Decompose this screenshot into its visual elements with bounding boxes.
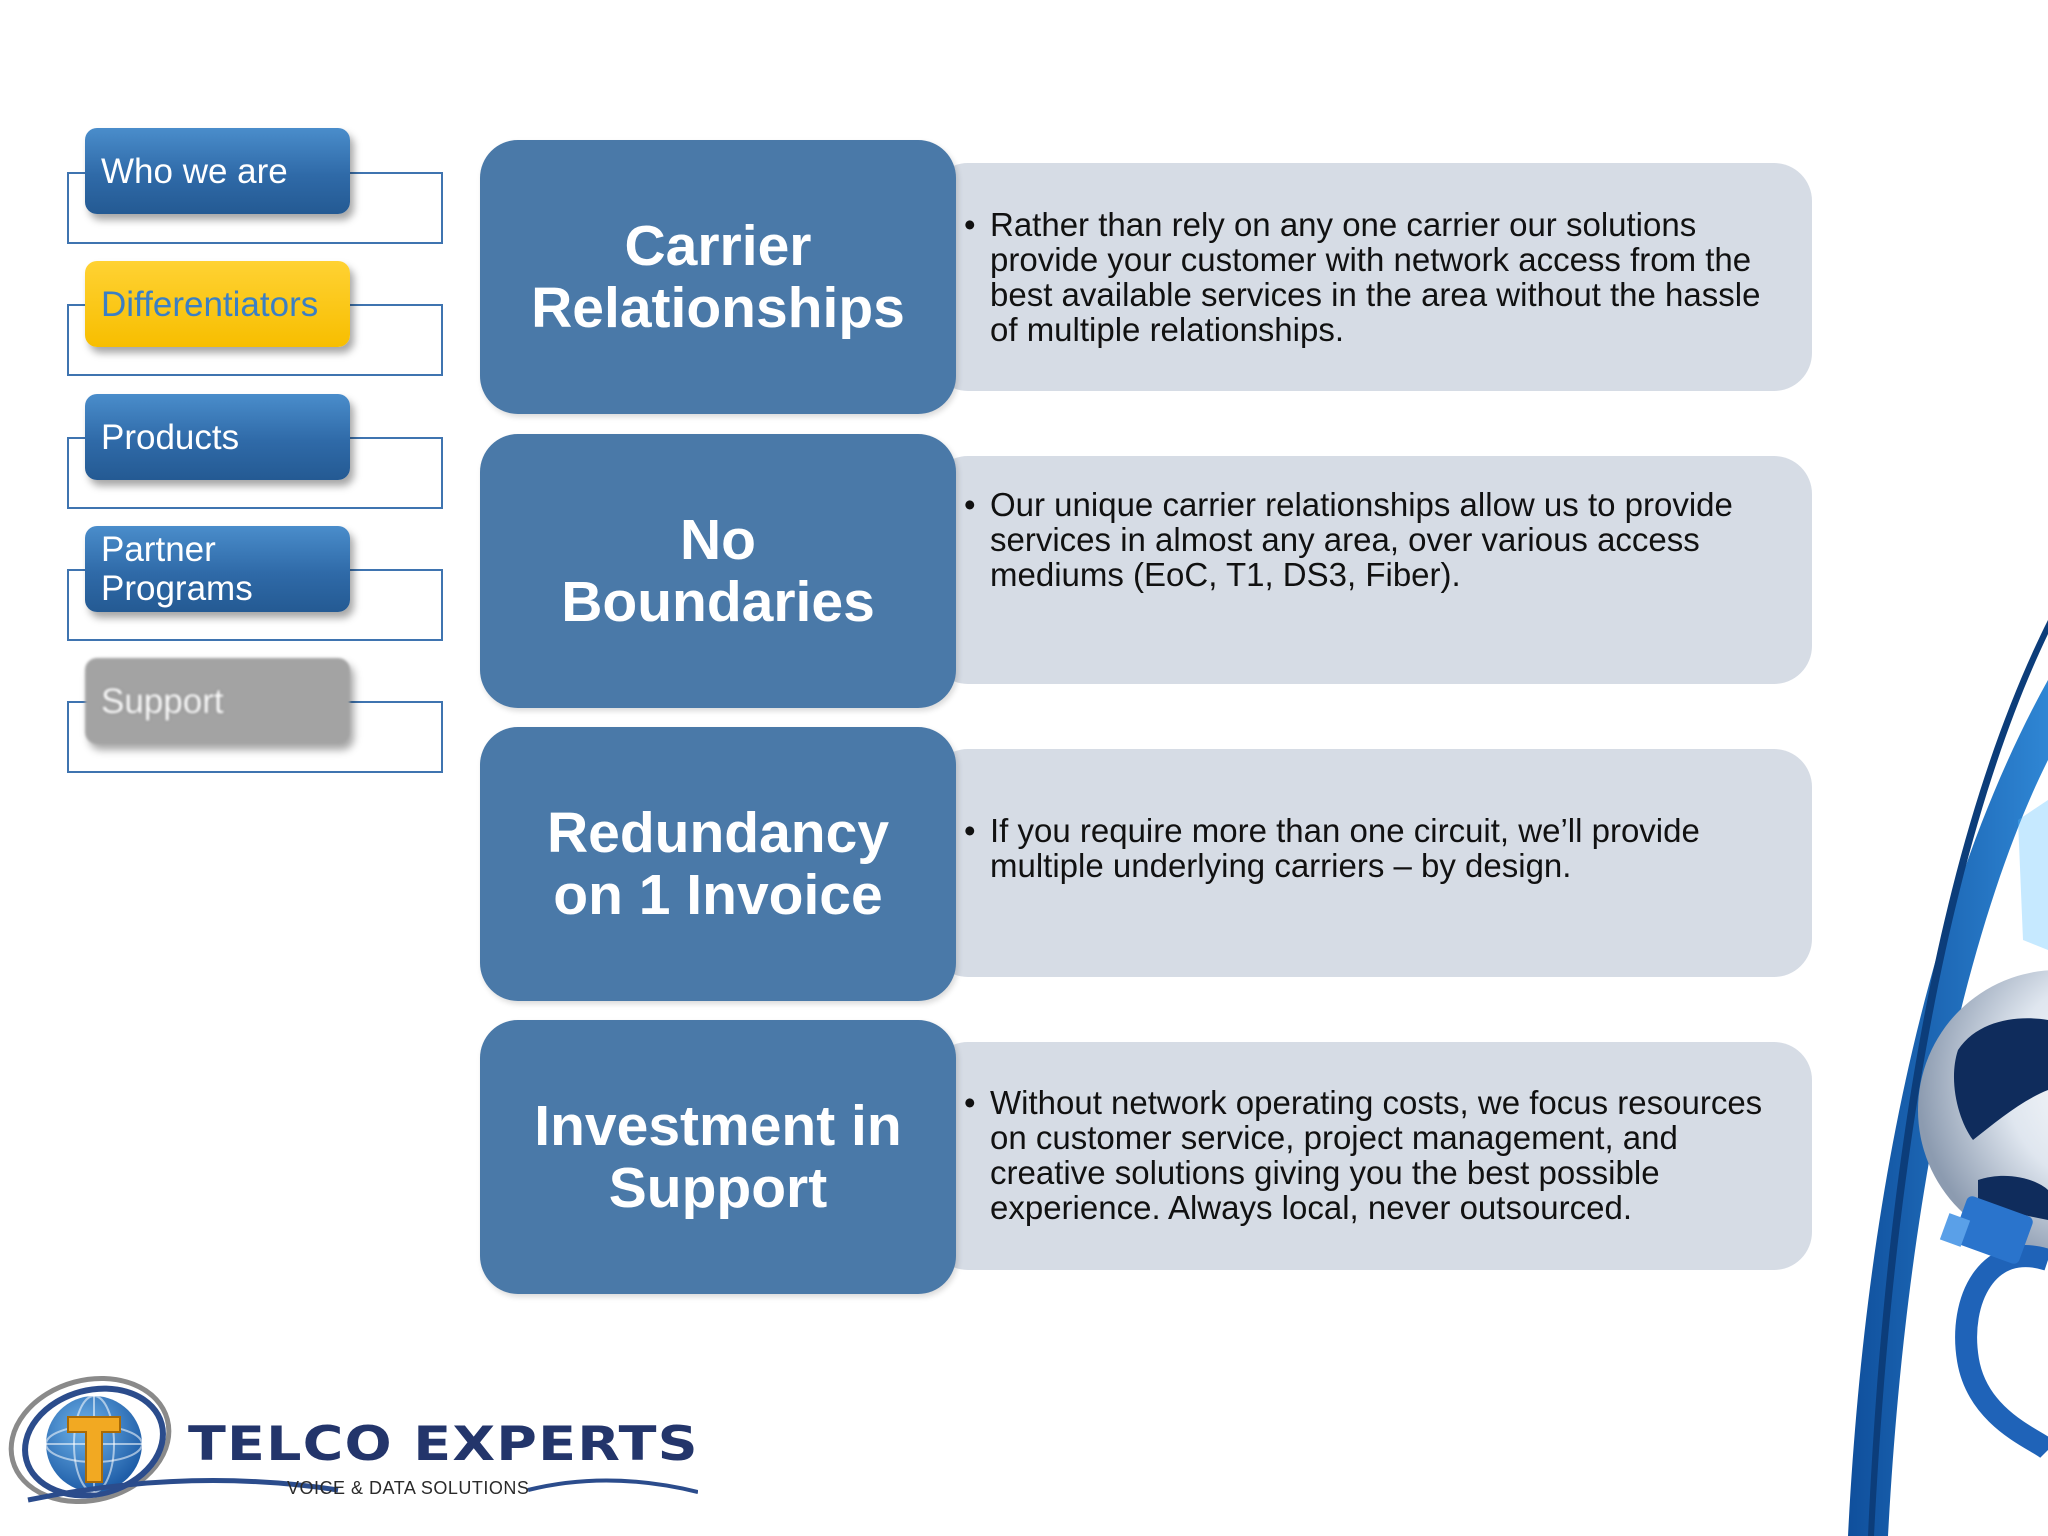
- bullet-icon: •: [964, 812, 976, 849]
- nav-item-label: Support: [101, 681, 224, 721]
- row-description-panel: • Without network operating costs, we fo…: [930, 1042, 1812, 1270]
- globe-logo-icon: [8, 1375, 698, 1505]
- row-description: Without network operating costs, we focu…: [990, 1084, 1763, 1226]
- bullet-icon: •: [964, 206, 976, 243]
- row-title: No Boundaries: [561, 508, 875, 634]
- nav-item-products[interactable]: Products: [85, 394, 350, 480]
- logo-wordmark: TELCO EXPERTS: [188, 1417, 699, 1472]
- row-description-panel: • If you require more than one circuit, …: [930, 749, 1812, 977]
- row-title-box: No Boundaries: [480, 434, 956, 708]
- logo-tagline: VOICE & DATA SOLUTIONS: [287, 1478, 530, 1498]
- bullet-point: • Without network operating costs, we fo…: [964, 1085, 1772, 1225]
- row-description: If you require more than one circuit, we…: [990, 812, 1700, 884]
- bullet-icon: •: [964, 1084, 976, 1121]
- nav-item-label: Differentiators: [101, 284, 319, 324]
- bullet-point: • Our unique carrier relationships allow…: [964, 487, 1772, 592]
- nav-item-label: Products: [101, 417, 240, 457]
- row-title-box: Redundancy on 1 Invoice: [480, 727, 956, 1001]
- bullet-icon: •: [964, 485, 976, 523]
- ethernet-cable-icon: [1939, 1196, 2048, 1459]
- nav-item-who-we-are[interactable]: Who we are: [85, 128, 350, 214]
- nav-item-differentiators[interactable]: Differentiators: [85, 261, 350, 347]
- row-description-panel: • Rather than rely on any one carrier ou…: [930, 163, 1812, 391]
- row-title: Carrier Relationships: [531, 214, 905, 340]
- row-title: Redundancy on 1 Invoice: [546, 801, 890, 927]
- nav-item-partner-programs[interactable]: Partner Programs: [85, 526, 350, 612]
- row-description: Rather than rely on any one carrier our …: [990, 206, 1761, 348]
- bullet-point: • Rather than rely on any one carrier ou…: [964, 207, 1772, 347]
- nav-item-support[interactable]: Support: [85, 658, 350, 744]
- row-title-box: Carrier Relationships: [480, 140, 956, 414]
- nav-item-label: Who we are: [101, 151, 288, 191]
- row-title: Investment in Support: [534, 1094, 902, 1220]
- globe-decoration-icon: [1848, 620, 2048, 1536]
- bullet-point: • If you require more than one circuit, …: [964, 813, 1772, 883]
- row-description: Our unique carrier relationships allow u…: [990, 485, 1733, 593]
- row-title-box: Investment in Support: [480, 1020, 956, 1294]
- nav-item-label: Partner Programs: [101, 530, 253, 608]
- row-description-panel: • Our unique carrier relationships allow…: [930, 456, 1812, 684]
